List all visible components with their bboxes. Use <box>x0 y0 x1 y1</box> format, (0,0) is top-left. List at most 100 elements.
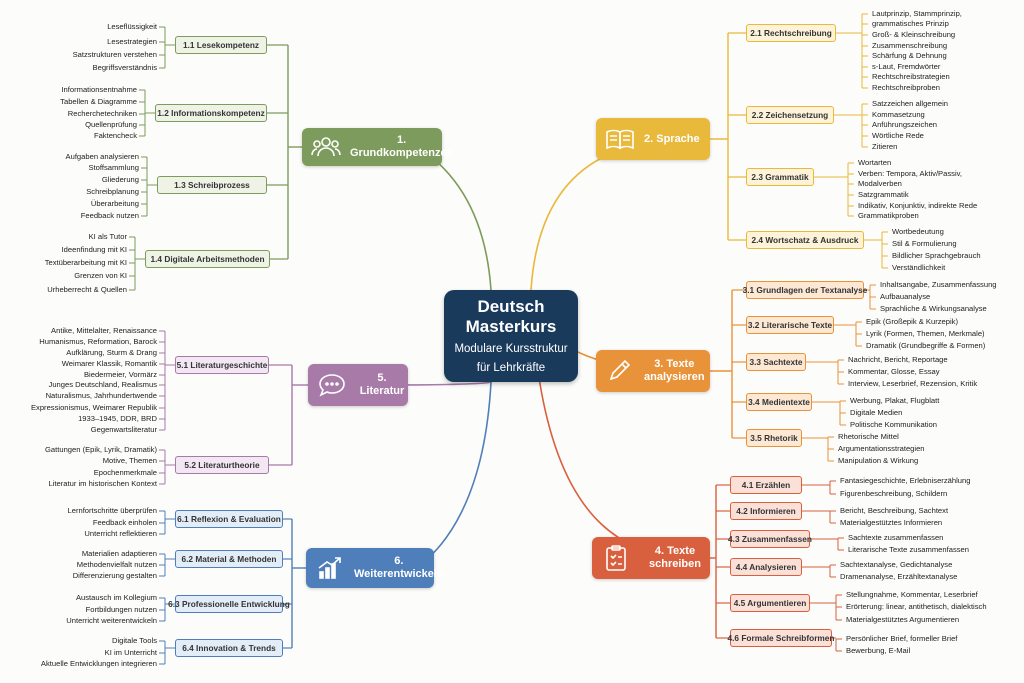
subtopic-item: Interview, Leserbrief, Rezension, Kritik <box>848 379 978 388</box>
subtopic-item: Groß- & Kleinschreibung <box>872 30 956 39</box>
people-group-icon <box>310 133 342 161</box>
subtopic-item: Gliederung <box>101 175 139 184</box>
subtopic-item: Bildlicher Sprachgebrauch <box>892 251 981 260</box>
topic-4-1[interactable]: 4.1 Erzählen <box>730 476 802 494</box>
branch-label: 4. Texte schreiben <box>649 545 701 570</box>
subtopic-item: Verständlichkeit <box>892 263 946 272</box>
topic-1-2[interactable]: 1.2 Informationskompetenz <box>155 104 267 122</box>
topic-3-2[interactable]: 3.2 Literarische Texte <box>746 316 834 334</box>
subtopic-item: Schreibplanung <box>86 187 139 196</box>
topic-3-4[interactable]: 3.4 Medientexte <box>746 393 812 411</box>
topic-3-1[interactable]: 3.1 Grundlagen der Textanalyse <box>743 281 867 299</box>
subtopic-item: Naturalismus, Jahrhundertwende <box>45 391 157 400</box>
branch-label-line1: 3. Texte <box>654 358 695 370</box>
subtopic-item: Leseflüssigkeit <box>107 22 157 31</box>
subtopic-item: Austausch im Kollegium <box>75 593 157 602</box>
subtopic-item: Feedback nutzen <box>80 211 139 220</box>
topic-6-4[interactable]: 6.4 Innovation & Trends <box>175 639 283 657</box>
topic-5-2[interactable]: 5.2 Literaturtheorie <box>175 456 269 474</box>
growth-chart-icon <box>314 554 346 582</box>
subtopic-item: Lesestrategien <box>107 37 157 46</box>
subtopic-item: Epochenmerkmale <box>93 468 157 477</box>
branch-sprache[interactable]: 2. Sprache <box>596 118 710 160</box>
topic-2-2[interactable]: 2.2 Zeichensetzung <box>746 106 834 124</box>
subtopic-item: Recherchetechniken <box>67 109 137 118</box>
center-title-line1: Deutsch <box>477 297 545 316</box>
subtopic-item: Anführungszeichen <box>872 120 938 129</box>
subtopic-item: Lernfortschritte überprüfen <box>67 506 158 515</box>
subtopic-item: Werbung, Plakat, Flugblatt <box>850 396 940 405</box>
subtopic-item: Materialgestütztes Informieren <box>840 518 943 527</box>
subtopic-item: Antike, Mittelalter, Renaissance <box>51 326 157 335</box>
subtopic-item: Gattungen (Epik, Lyrik, Dramatik) <box>45 445 157 454</box>
subtopic-item: Stellungnahme, Kommentar, Leserbrief <box>846 590 978 599</box>
topic-6-2[interactable]: 6.2 Material & Methoden <box>175 550 283 568</box>
subtopic-item: Indikativ, Konjunktiv, indirekte Rede <box>858 201 978 210</box>
subtopic-item: Wortbedeutung <box>892 227 944 236</box>
subtopic-item: Inhaltsangabe, Zusammenfassung <box>880 280 997 289</box>
subtopic-item: KI im Unterricht <box>104 648 157 657</box>
subtopic-item: Digitale Medien <box>850 408 903 417</box>
branch-weiterentwickeln[interactable]: 6. Weiterentwickeln <box>306 548 444 588</box>
subtopic-item: Lautprinzip, Stammprinzip, <box>872 9 962 18</box>
topic-2-3[interactable]: 2.3 Grammatik <box>746 168 814 186</box>
subtopic-item: grammatisches Prinzip <box>872 19 949 28</box>
subtopic-item: Modalverben <box>858 179 902 188</box>
subtopic-item: Zitieren <box>872 142 898 151</box>
subtopic-item: Wörtliche Rede <box>872 131 924 140</box>
subtopic-item: Figurenbeschreibung, Schildern <box>840 489 948 498</box>
topic-1-4[interactable]: 1.4 Digitale Arbeitsmethoden <box>145 250 270 268</box>
topic-4-3[interactable]: 4.3 Zusammenfassen <box>728 530 812 548</box>
subtopic-item: Methodenvielfalt nutzen <box>76 560 157 569</box>
topic-5-1[interactable]: 5.1 Literaturgeschichte <box>175 356 269 374</box>
subtopic-item: Dramenanalyse, Erzähltextanalyse <box>840 572 958 581</box>
branch-literatur[interactable]: 5. Literatur <box>308 364 408 406</box>
subtopic-item: Überarbeitung <box>90 199 139 208</box>
subtopic-item: Aufbauanalyse <box>880 292 931 301</box>
subtopic-item: Bewerbung, E-Mail <box>846 646 911 655</box>
subtopic-item: Materialgestütztes Argumentieren <box>846 615 960 624</box>
topic-2-4[interactable]: 2.4 Wortschatz & Ausdruck <box>746 231 864 249</box>
subtopic-item: Politische Kommunikation <box>850 420 937 429</box>
subtopic-item: Textüberarbeitung mit KI <box>44 258 127 267</box>
topic-3-5[interactable]: 3.5 Rhetorik <box>746 429 802 447</box>
subtopic-item: Sachtextanalyse, Gedichtanalyse <box>840 560 953 569</box>
topic-1-1[interactable]: 1.1 Lesekompetenz <box>175 36 267 54</box>
subtopic-item: Aufklärung, Sturm & Drang <box>66 348 157 357</box>
center-node: Deutsch Masterkurs Modulare Kursstruktur… <box>444 290 578 382</box>
center-subtitle-line2: für Lehrkräfte <box>476 362 546 374</box>
subtopic-item: Weimarer Klassik, Romantik <box>61 359 157 368</box>
subtopic-item: Ideenfindung mit KI <box>61 245 127 254</box>
branch-texte-schreiben[interactable]: 4. Texte schreiben <box>592 537 710 579</box>
subtopic-item: s-Laut, Fremdwörter <box>872 62 941 71</box>
subtopic-item: Fortbildungen nutzen <box>85 605 157 614</box>
open-book-icon <box>604 125 636 153</box>
subtopic-item: Digitale Tools <box>111 636 157 645</box>
branch-grundkompetenzen[interactable]: 1. Grundkompetenzen <box>302 128 453 166</box>
subtopic-item: Stil & Formulierung <box>892 239 957 248</box>
topic-6-1[interactable]: 6.1 Reflexion & Evaluation <box>175 510 283 528</box>
topic-4-6[interactable]: 4.6 Formale Schreibformen <box>728 629 835 647</box>
topic-4-2[interactable]: 4.2 Informieren <box>730 502 802 520</box>
topic-4-5[interactable]: 4.5 Argumentieren <box>730 594 810 612</box>
topic-3-3[interactable]: 3.3 Sachtexte <box>746 353 806 371</box>
subtopic-item: Grenzen von KI <box>74 271 127 280</box>
topic-4-4[interactable]: 4.4 Analysieren <box>730 558 802 576</box>
topic-6-3[interactable]: 6.3 Professionelle Entwicklung <box>168 595 290 613</box>
subtopic-item: Literarische Texte zusammenfassen <box>848 545 969 554</box>
subtopic-item: Satzzeichen allgemein <box>872 99 948 108</box>
subtopic-item: Expressionismus, Weimarer Republik <box>30 403 157 412</box>
subtopic-item: KI als Tutor <box>88 232 127 241</box>
topic-1-3[interactable]: 1.3 Schreibprozess <box>157 176 267 194</box>
topic-2-1[interactable]: 2.1 Rechtschreibung <box>746 24 836 42</box>
subtopic-item: Stoffsammlung <box>88 163 139 172</box>
subtopic-item: Nachricht, Bericht, Reportage <box>848 355 948 364</box>
subtopic-item: Schärfung & Dehnung <box>872 51 947 60</box>
subtopic-item: Zusammenschreibung <box>872 41 948 50</box>
branch-label-line2: analysieren <box>644 371 705 383</box>
subtopic-item: Sprachliche & Wirkungsanalyse <box>880 304 987 313</box>
subtopic-item: Informationsentnahme <box>61 85 137 94</box>
